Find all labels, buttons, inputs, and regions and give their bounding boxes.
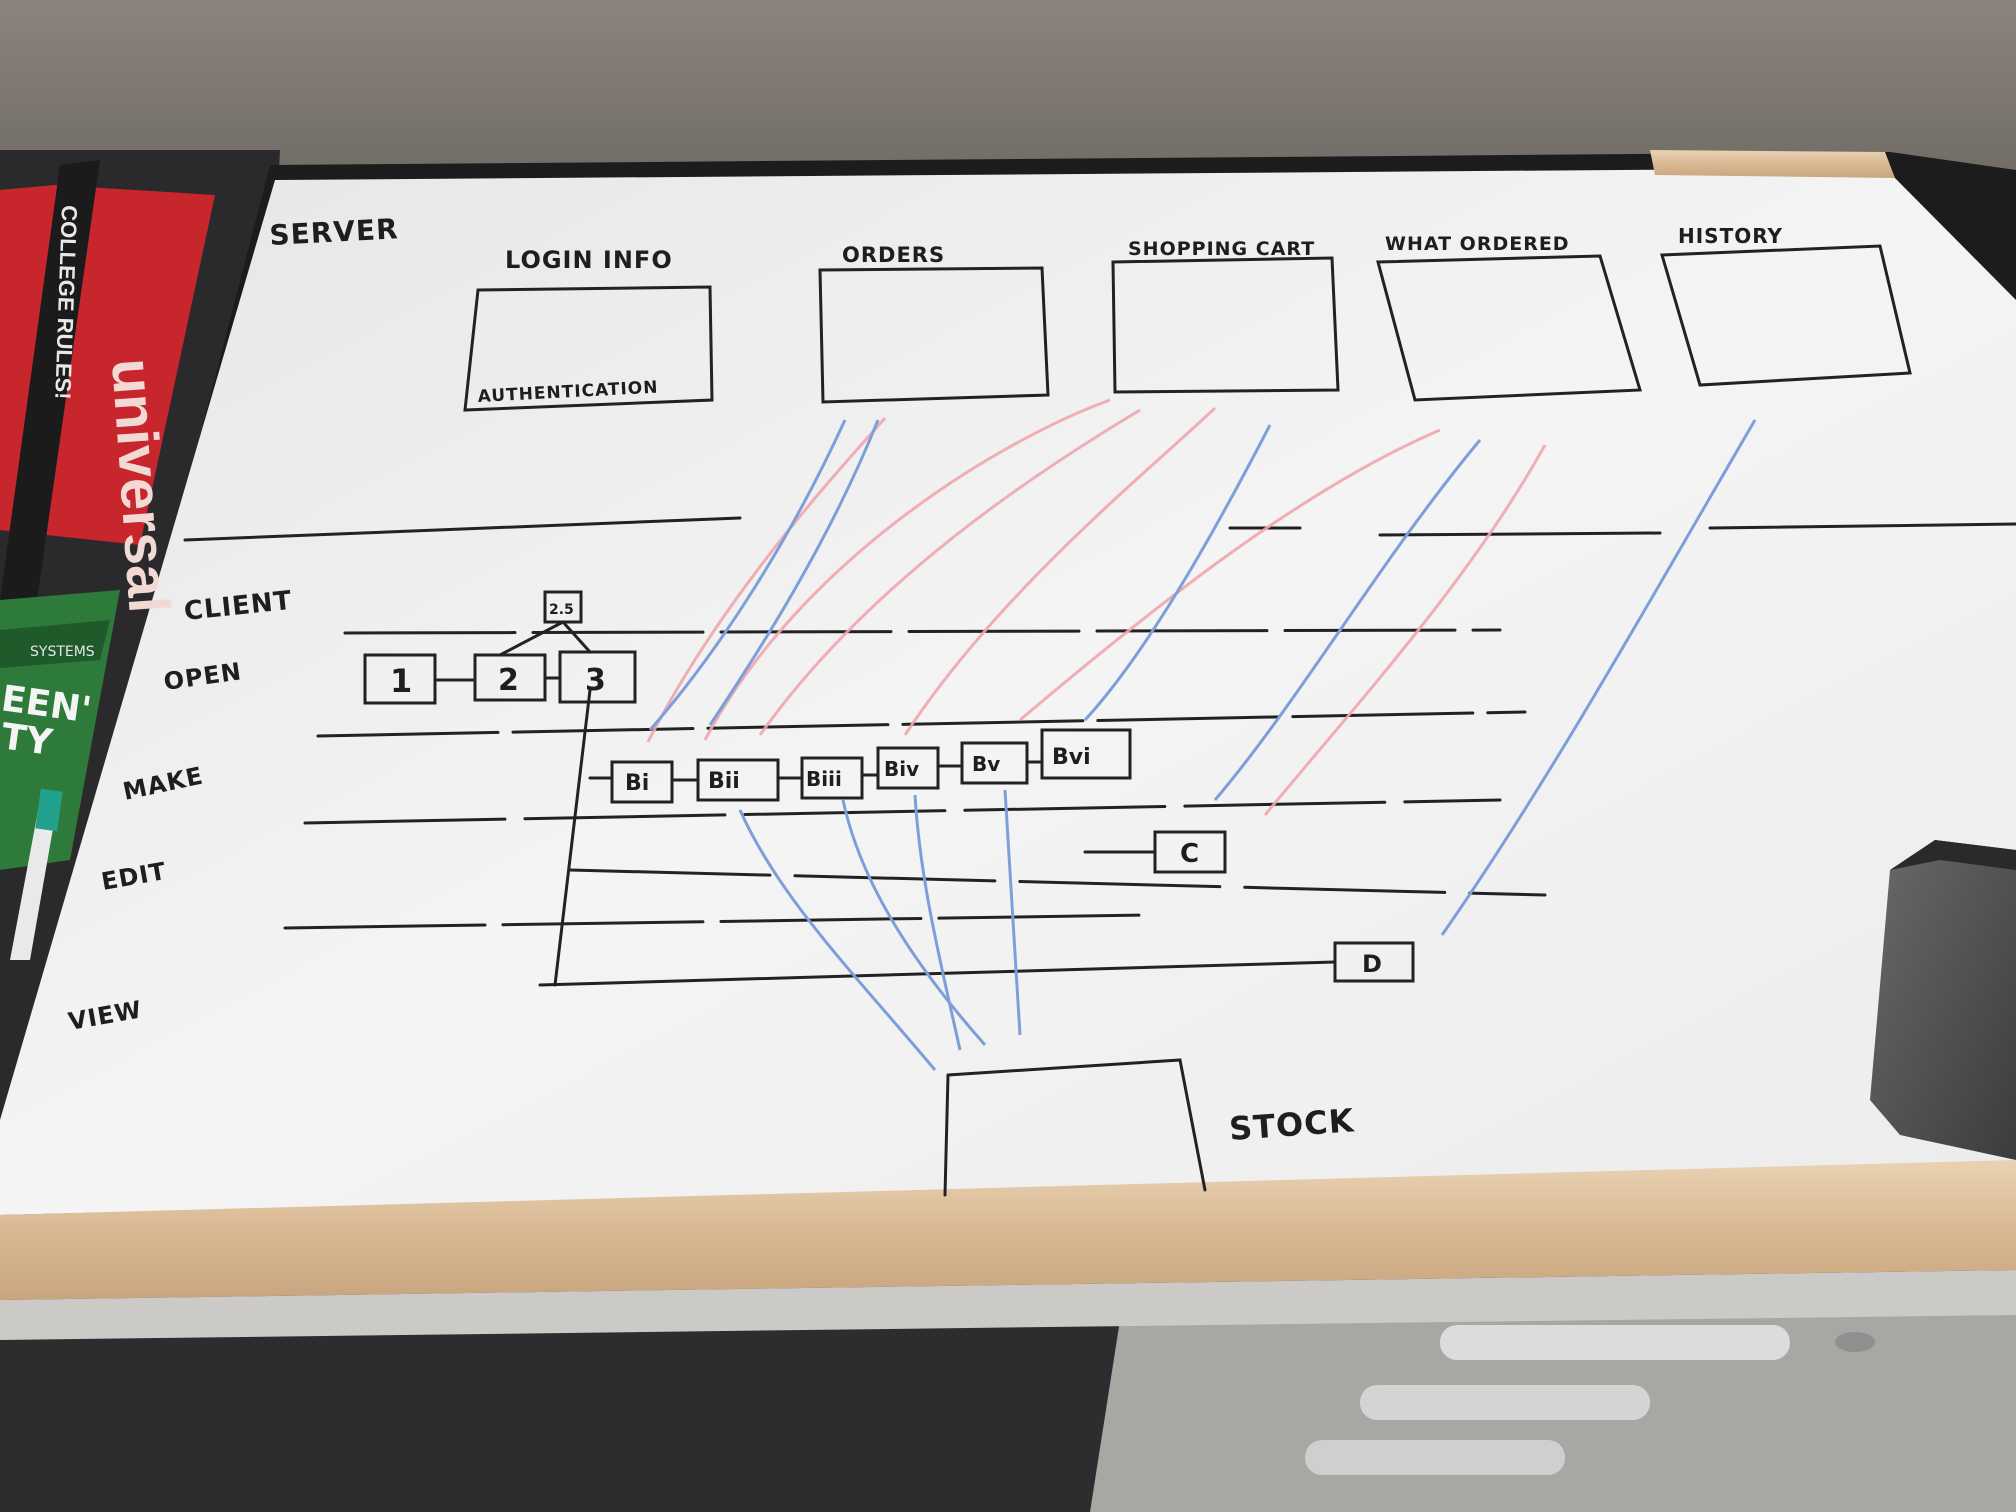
what-ordered-title: WHAT ORDERED	[1385, 233, 1570, 255]
make-step-bvi: Bvi	[1052, 745, 1091, 770]
open-step-2: 2	[498, 663, 519, 698]
lane-line-3	[303, 798, 1502, 825]
stock-label: STOCK	[1228, 1101, 1356, 1148]
what-ordered-box	[1376, 254, 1642, 402]
lane-line-6	[538, 960, 1337, 987]
pink-arrows	[646, 398, 1547, 816]
make-box-bvi	[1040, 728, 1132, 780]
make-box-biv	[876, 746, 940, 790]
top-wood-rail	[1650, 150, 1895, 178]
bottom-wood-rail	[0, 1160, 2016, 1300]
open-step-1: 1	[390, 662, 412, 700]
history-box	[1660, 244, 1912, 387]
marker	[10, 800, 58, 960]
make-step-bi: Bi	[625, 771, 649, 796]
desk-edge	[0, 1270, 2016, 1340]
edit-step-c: C	[1180, 839, 1199, 869]
history-title: HISTORY	[1678, 224, 1783, 248]
view-step-d: D	[1362, 950, 1382, 978]
lane-line-2	[316, 710, 1527, 738]
open-step-2-5: 2.5	[549, 602, 574, 618]
drawer-handle-1	[1440, 1325, 1790, 1360]
orders-title: ORDERS	[842, 243, 945, 267]
drawer-handle-3	[1305, 1440, 1565, 1475]
card-text-2: TY	[0, 716, 56, 764]
make-step-bii: Bii	[708, 769, 740, 794]
orders-box	[818, 266, 1050, 404]
make-box-bi	[610, 760, 674, 804]
make-step-biv: Biv	[884, 757, 919, 781]
login-title: LOGIN INFO	[505, 246, 673, 274]
cart-title: SHOPPING CART	[1128, 238, 1315, 260]
eraser-top	[1890, 840, 2016, 870]
marker-cap	[35, 788, 63, 832]
view-bracket	[553, 688, 592, 987]
drawer-handle-2	[1360, 1385, 1650, 1420]
stock-box	[943, 1058, 1207, 1197]
blue-arrows	[648, 419, 1757, 1071]
black-ruler	[0, 160, 100, 650]
lane-line-5	[283, 913, 1152, 930]
lane-line-1	[343, 628, 1502, 635]
view-box-d	[1333, 941, 1415, 983]
cart-box	[1111, 256, 1340, 394]
make-step-bv: Bv	[972, 752, 1000, 776]
eraser	[1870, 840, 2016, 1160]
login-box	[463, 285, 714, 412]
binder-text: SYSTEMS	[30, 644, 95, 660]
lane-line-4	[568, 868, 1547, 897]
server-label: SERVER	[269, 212, 400, 252]
make-step-biii: Biii	[806, 767, 842, 791]
whiteboard-surface	[0, 168, 2016, 1215]
binder-strip	[0, 620, 110, 668]
open-step-3: 3	[585, 663, 606, 698]
lock-knob	[1835, 1332, 1875, 1352]
